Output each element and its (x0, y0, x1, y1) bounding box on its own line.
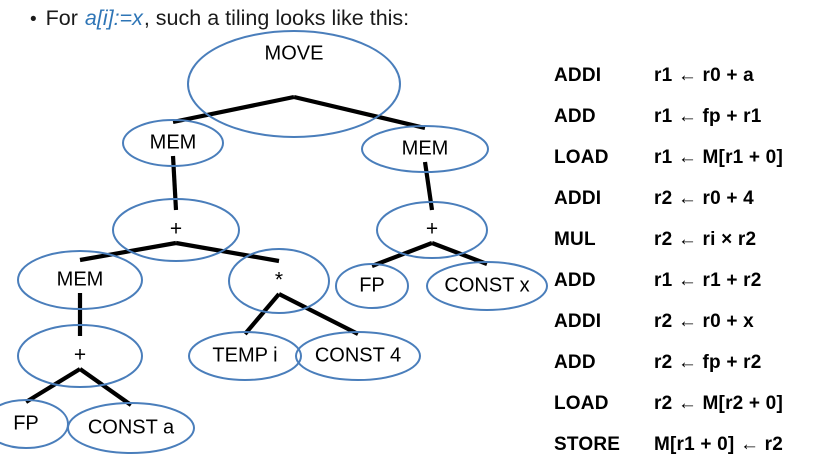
expression-tree-diagram: MOVE MEM MEM + + MEM * FP CONST x + TEMP i CONST 4 F… (0, 30, 548, 470)
tree-edge-plus_l2-to-const_a (78, 367, 133, 407)
tree-node-label-plus_l2: + (74, 344, 86, 367)
tree-edge-move-to-mem_right (293, 94, 426, 131)
tree-edge-move-to-mem_left (172, 94, 295, 125)
tile-ellipse-const_x (426, 261, 548, 311)
tree-svg: MOVE MEM MEM + + MEM * FP CONST x + TEMP i CONST 4 F… (0, 30, 548, 454)
tree-node-label-fp_left: FP (13, 412, 39, 434)
tree-node-label-plus_l1: + (170, 218, 182, 241)
instruction-operands: r2 ← ri × r2 (654, 228, 757, 250)
instruction-operands: r2 ← fp + r2 (654, 351, 762, 373)
tree-node-ellipse-layer (0, 30, 548, 454)
instruction-operands: r1 ← fp + r1 (654, 105, 762, 127)
tile-ellipse-fp_right (335, 263, 409, 309)
tile-ellipse-mem_left (122, 119, 224, 167)
tree-edge-plus_l2-to-fp_left (24, 367, 82, 404)
bullet-glyph: • (30, 8, 37, 30)
tree-edge-mem_left-to-plus_l1 (170, 155, 179, 211)
instruction-row: LOAD r1 ← M[r1 + 0] (554, 137, 834, 178)
instruction-row: STORE M[r1 + 0] ← r2 (554, 424, 834, 465)
headline-code-expression: a[i]:=x (84, 6, 143, 31)
tile-ellipse-plus_l1 (112, 198, 240, 262)
instruction-row: ADDI r2 ← r0 + x (554, 301, 834, 342)
instruction-mnemonic: ADD (554, 105, 596, 127)
tree-node-label-move: MOVE (265, 42, 324, 64)
instruction-operands: r2 ← r0 + x (654, 310, 754, 332)
instruction-mnemonic: ADDI (554, 64, 602, 86)
instruction-operands: r1 ← r0 + a (654, 64, 754, 86)
tile-ellipse-plus_l2 (17, 324, 143, 388)
instruction-mnemonic: STORE (554, 433, 621, 455)
tree-node-label-const_4: CONST 4 (315, 344, 401, 366)
tile-ellipse-const_4 (295, 331, 421, 381)
tile-ellipse-mem_right (361, 125, 489, 173)
tree-edge-plus_l1-to-mem_l2 (79, 240, 177, 263)
instruction-row: ADDI r2 ← r0 + 4 (554, 178, 834, 219)
tree-edge-star-to-const_4 (278, 292, 359, 336)
instruction-mnemonic: MUL (554, 228, 596, 250)
tree-node-label-mem_right: MEM (402, 137, 449, 159)
instruction-operands: r1 ← M[r1 + 0] (654, 146, 783, 168)
tree-node-label-const_x: CONST x (444, 274, 529, 296)
tree-node-label-layer: MOVE MEM MEM + + MEM * FP CONST x + TEMP i CONST 4 F… (13, 42, 529, 438)
tree-edge-plus_l1-to-star (175, 240, 280, 264)
tree-node-label-star: * (275, 269, 283, 292)
tree-node-label-mem_left: MEM (150, 131, 197, 153)
instruction-mnemonic: LOAD (554, 146, 609, 168)
instruction-row: ADD r1 ← fp + r1 (554, 96, 834, 137)
tree-edge-star-to-temp_i (243, 292, 281, 336)
instruction-row: LOAD r2 ← M[r2 + 0] (554, 383, 834, 424)
instruction-row: ADDI r1 ← r0 + a (554, 55, 834, 96)
tile-ellipse-temp_i (188, 331, 302, 381)
instruction-row: MUL r2 ← ri × r2 (554, 219, 834, 260)
instruction-mnemonic: ADD (554, 351, 596, 373)
instruction-row: ADD r2 ← fp + r2 (554, 342, 834, 383)
instruction-operands: r2 ← M[r2 + 0] (654, 392, 783, 414)
instruction-row: ADD r1 ← r1 + r2 (554, 260, 834, 301)
instruction-mnemonic: LOAD (554, 392, 609, 414)
tree-node-label-fp_right: FP (359, 274, 385, 296)
tile-ellipse-star (228, 248, 330, 314)
tree-node-label-const_a: CONST a (88, 416, 175, 438)
tree-node-label-temp_i: TEMP i (212, 344, 277, 366)
headline-text-after: , such a tiling looks like this: (143, 6, 410, 31)
instruction-mnemonic: ADDI (554, 187, 602, 209)
instruction-listing: ADDI r1 ← r0 + a ADD r1 ← fp + r1 LOAD r1 ← M… (554, 55, 834, 465)
tile-ellipse-plus_r1 (376, 201, 488, 259)
slide-headline: • For a[i]:=x , such a tiling looks like… (30, 2, 590, 36)
headline-text-before: For (45, 6, 78, 31)
instruction-operands: r1 ← r1 + r2 (654, 269, 762, 291)
tree-node-label-plus_r1: + (426, 218, 438, 241)
instruction-mnemonic: ADDI (554, 310, 602, 332)
instruction-mnemonic: ADD (554, 269, 596, 291)
tile-ellipse-mem_l2 (17, 250, 143, 310)
instruction-operands: M[r1 + 0] ← r2 (654, 433, 783, 455)
instruction-operands: r2 ← r0 + 4 (654, 187, 754, 209)
tile-ellipse-move (187, 30, 401, 138)
tree-node-label-mem_l2: MEM (57, 268, 104, 290)
tile-ellipse-const_a (67, 402, 195, 454)
